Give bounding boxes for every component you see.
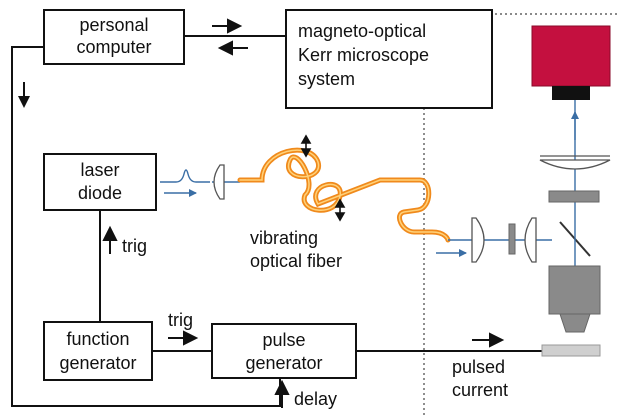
function-generator-block[interactable]: function generator [43,321,153,381]
up-arrow-icon [274,379,290,408]
kerr-label-line2: Kerr microscope [298,45,429,65]
kerr-label-line1: magneto-optical [298,21,426,41]
pulsegen-label-line1: pulse [262,330,305,350]
down-arrow-head [18,96,30,108]
funcgen-label-line1: function [66,329,129,349]
microscope-objective [548,265,601,333]
kerr-label-line3: system [298,69,355,89]
analyzer [548,190,600,203]
coupling-lens [213,164,225,200]
up-arrow-icon [102,225,118,254]
vibration-arrow-icon [300,134,312,158]
delay-label: delay [294,389,337,409]
fiber-label-line2: optical fiber [250,251,342,271]
pc-feedback-wire [11,46,281,407]
right-arrow-icon [212,18,243,34]
tube-lens [539,159,611,170]
camera [531,25,611,87]
vibration-arrow-icon [334,198,346,222]
trig-label-pulse: trig [168,310,193,330]
fiber-label-line1: vibrating [250,228,318,248]
kerr-microscope-block[interactable]: magneto-optical Kerr microscope system [285,9,493,109]
laser-label-line2: diode [78,183,122,203]
pulsegen-label-line2: generator [245,353,322,373]
pc-label-line2: computer [76,37,151,57]
personal-computer-block[interactable]: personal computer [43,9,185,65]
right-arrow-icon [168,330,199,346]
sample [541,344,601,357]
collimating-lens [471,217,485,263]
laser-label-line1: laser [80,160,119,180]
pulse-generator-block[interactable]: pulse generator [211,323,357,379]
pulsed-current-label-line1: pulsed [452,357,505,377]
camera-mount [552,86,590,100]
laser-diode-block[interactable]: laser diode [43,153,157,211]
right-arrow-icon [472,332,505,348]
polarizer [508,223,516,255]
focusing-lens [524,217,537,263]
funcgen-label-line2: generator [59,353,136,373]
pc-label-line1: personal [79,15,148,35]
left-arrow-icon [217,40,248,56]
laser-pulse-waveform [160,169,210,183]
trig-label-laser: trig [122,236,147,256]
vibrating-fiber [237,147,451,243]
pulsed-current-label-line2: current [452,380,508,400]
